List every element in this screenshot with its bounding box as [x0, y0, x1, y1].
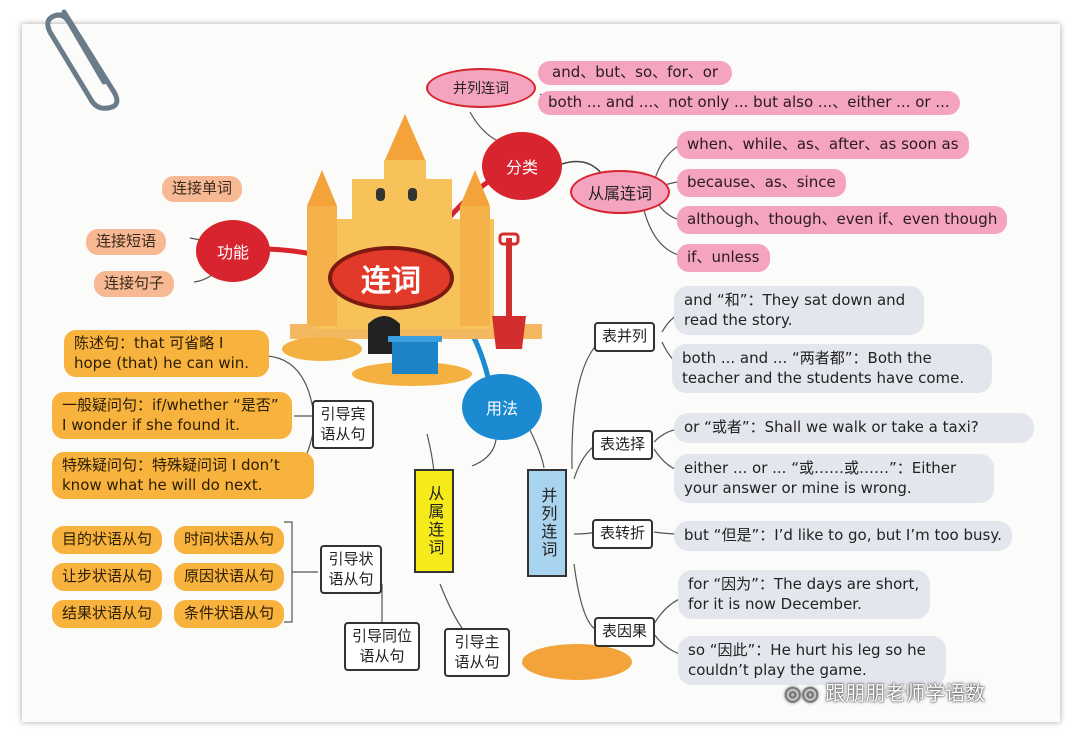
group-parallel-item: and “和”：They sat down and read the story…: [674, 286, 924, 335]
coord-conj-item: and、but、so、for、or: [538, 61, 733, 85]
coord-conj-item: both ... and ...、not only ... but also .…: [538, 91, 960, 115]
usage-node: 用法: [462, 374, 542, 440]
obj-clause-item: 一般疑问句：if/whether “是否” I wonder if she fo…: [52, 392, 292, 439]
castle-illustration: [282, 114, 632, 680]
group-choice-item: either ... or ... “或……或……”：Either your a…: [674, 454, 994, 503]
func-item-word: 连接单词: [162, 176, 243, 202]
adv-clause-box: 引导状语从句: [320, 545, 382, 594]
adv-clause-item: 条件状语从句: [174, 600, 285, 628]
classify-node: 分类: [482, 132, 562, 200]
group-cause-item: so “因此”：He hurt his leg so he couldn’t p…: [678, 636, 946, 685]
group-cause-item: for “因为”：The days are short, for it is n…: [678, 570, 930, 619]
subord-conj-item: when、while、as、after、as soon as: [677, 131, 969, 159]
connector-lines: [189, 71, 691, 680]
group-parallel-box: 表并列: [594, 322, 656, 352]
adv-clause-item: 让步状语从句: [52, 563, 163, 591]
center-node: 连词: [328, 246, 454, 310]
group-choice-item: or “或者”：Shall we walk or take a taxi?: [674, 413, 1034, 443]
group-choice-box: 表选择: [592, 430, 654, 460]
obj-clause-box: 引导宾语从句: [312, 400, 374, 449]
adv-clause-item: 时间状语从句: [174, 526, 285, 554]
obj-clause-item: 陈述句：that 可省略 I hope (that) he can win.: [64, 330, 269, 377]
mindmap-card: 连词 功能 连接单词 连接短语 连接句子 分类 并列连词 and、but、so、…: [22, 9, 1060, 722]
subord-conj-item: because、as、since: [677, 169, 846, 197]
subord-conj-item: if、unless: [677, 244, 770, 272]
paperclip-icon: [45, 9, 120, 111]
group-contrast-box: 表转折: [592, 519, 654, 549]
func-item-phrase: 连接短语: [86, 229, 167, 255]
group-cause-box: 表因果: [594, 617, 656, 647]
coord-conj-node: 并列连词: [426, 68, 536, 108]
adv-clause-item: 原因状语从句: [174, 563, 285, 591]
adv-clause-item: 结果状语从句: [52, 600, 163, 628]
center-label: 连词: [361, 264, 421, 299]
obj-clause-item: 特殊疑问句：特殊疑问词 I don’t know what he will do…: [52, 452, 314, 499]
appos-clause-box: 引导同位语从句: [344, 622, 420, 671]
subord-conj-box: 从属连词: [414, 469, 454, 573]
group-parallel-item: both ... and ... “两者都”：Both the teacher …: [672, 344, 992, 393]
coord-conj-box: 并列连词: [527, 469, 567, 577]
adv-clause-item: 目的状语从句: [52, 526, 163, 554]
subj-clause-box: 引导主语从句: [444, 628, 510, 677]
subord-conj-node: 从属连词: [570, 170, 670, 214]
func-item-sentence: 连接句子: [94, 271, 175, 297]
func-node: 功能: [196, 220, 270, 282]
wechat-icon: ◎◎: [784, 681, 819, 705]
subord-conj-item: although、though、even if、even though: [677, 206, 1008, 234]
group-contrast-item: but “但是”：I’d like to go, but I’m too bus…: [674, 521, 1012, 551]
watermark: ◎◎ 跟朋朋老师学语数: [784, 681, 986, 705]
